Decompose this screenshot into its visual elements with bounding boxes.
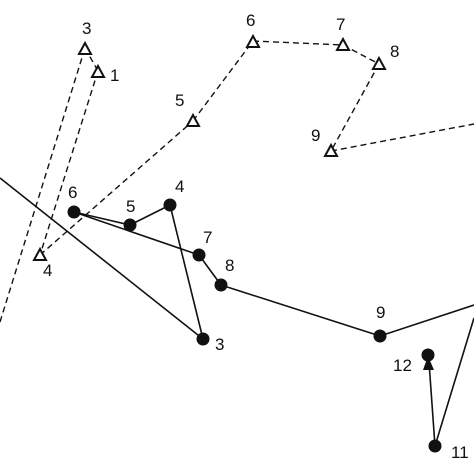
- solid-node-8: [214, 278, 228, 292]
- solid-node-12: [421, 348, 435, 362]
- solid-path-nodes: [67, 198, 442, 453]
- dashed-edge-1-to-4: [39, 70, 99, 256]
- dashed-path-edges: [0, 40, 474, 323]
- dashed-label-3: 3: [82, 19, 91, 38]
- dashed-edge-9-to-offscreen: [330, 123, 474, 152]
- solid-node-11: [428, 439, 442, 453]
- solid-node-7: [192, 248, 206, 262]
- solid-label-7: 7: [203, 228, 212, 247]
- dashed-node-9: [323, 142, 339, 157]
- solid-label-12: 12: [393, 356, 412, 375]
- dashed-node-1: [90, 63, 106, 78]
- dashed-node-6: [245, 33, 261, 48]
- dashed-edge-6-to-7: [252, 40, 344, 46]
- dashed-label-5: 5: [175, 91, 184, 110]
- solid-edge-4-to-5: [129, 204, 171, 226]
- solid-edge-offscreen-to-3: [0, 177, 204, 340]
- solid-label-3: 3: [215, 335, 224, 354]
- solid-node-6: [67, 205, 81, 219]
- solid-label-5: 5: [126, 197, 135, 216]
- dashed-label-4: 4: [43, 261, 52, 280]
- dashed-edge-5-to-6: [192, 40, 254, 122]
- dashed-edge-7-to-8: [342, 44, 380, 65]
- dashed-path-nodes: [32, 33, 387, 261]
- dashed-node-3: [77, 40, 93, 55]
- dashed-edge-offscreen-to-3: [0, 47, 86, 323]
- dashed-label-8: 8: [390, 42, 399, 61]
- dashed-edge-4-to-5: [39, 120, 194, 256]
- solid-edge-8-to-9: [220, 284, 381, 337]
- solid-path-labels: 6 5 4 3 7 8 9 11 12: [68, 177, 469, 462]
- solid-edge-11-to-12: [428, 361, 436, 447]
- dashed-node-8: [371, 55, 387, 70]
- solid-label-11: 11: [451, 443, 469, 462]
- arrowhead-icon: [423, 356, 434, 370]
- solid-edge-9-to-offscreen: [379, 304, 474, 337]
- solid-edge-offscreen-to-11: [434, 317, 474, 447]
- solid-label-6: 6: [68, 183, 77, 202]
- dashed-label-9: 9: [311, 126, 320, 145]
- solid-edge-3-to-4: [169, 204, 204, 340]
- dashed-path-labels: 3 1 4 5 6 7 8 9: [43, 11, 399, 280]
- solid-edge-6-to-7: [73, 211, 200, 256]
- solid-edge-5-to-6: [73, 211, 131, 226]
- dashed-label-7: 7: [336, 15, 345, 34]
- solid-path-edges: [0, 177, 474, 447]
- solid-node-9: [373, 329, 387, 343]
- dashed-edge-8-to-9: [330, 63, 380, 152]
- dashed-label-6: 6: [246, 11, 255, 30]
- solid-node-5: [123, 218, 137, 232]
- dashed-node-7: [335, 36, 351, 51]
- dashed-label-1: 1: [110, 66, 119, 85]
- solid-node-3: [196, 332, 210, 346]
- dashed-node-4: [32, 246, 48, 261]
- solid-label-9: 9: [376, 303, 385, 322]
- dashed-node-5: [185, 112, 201, 127]
- solid-label-8: 8: [225, 256, 234, 275]
- solid-node-4: [163, 198, 177, 212]
- solid-label-4: 4: [175, 177, 184, 196]
